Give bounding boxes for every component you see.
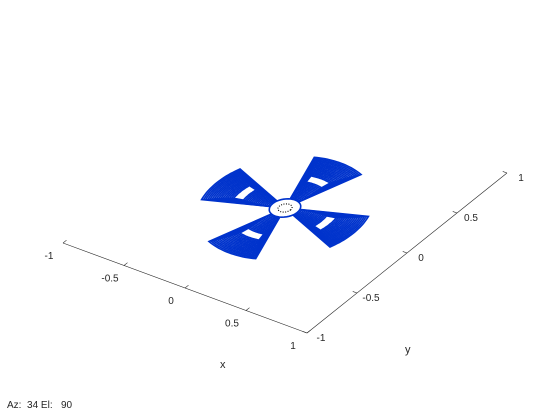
blade-ring [292, 208, 368, 247]
y-tick-label: 0.5 [464, 213, 478, 224]
view-readout: Az: 34 El: 90 [7, 400, 72, 411]
x-tick-label: 0.5 [225, 319, 239, 330]
blade-ring [298, 168, 342, 194]
y-tick-label: 0 [418, 253, 424, 264]
blade-ring [297, 210, 359, 243]
blade-ring [227, 182, 261, 203]
axes [62, 171, 508, 334]
blade-ring [292, 161, 355, 200]
blade-ring [219, 178, 267, 205]
blade-ring [218, 217, 277, 254]
blade-ring [228, 222, 272, 248]
blade-ring [312, 215, 339, 232]
blade-ring [304, 175, 332, 189]
x-tick [306, 329, 311, 334]
blade-ring [222, 219, 275, 251]
blade-ring [213, 175, 271, 206]
blade-ring [299, 170, 340, 193]
az-value: 34 [27, 400, 39, 411]
blade-ring [211, 173, 273, 206]
blade-ring [215, 176, 270, 205]
blade-ring [204, 170, 277, 207]
x-tick [184, 284, 189, 289]
y-tick [452, 211, 458, 214]
blade-ring [293, 209, 366, 246]
x-tick-label: -1 [45, 251, 54, 262]
blade-ring [230, 223, 271, 246]
blade-ring [296, 166, 346, 196]
y-tick-label: -0.5 [362, 293, 380, 304]
blade-ring [294, 163, 350, 198]
blade-ring [295, 165, 348, 197]
x-tick [245, 307, 250, 311]
blade-ring [234, 225, 268, 244]
blade-ring [226, 221, 273, 249]
blade-ring [220, 218, 276, 253]
blade-ring [289, 157, 361, 203]
tick-labels: -1 -0.5 0 0.5 1 -1 -0.5 0 0.5 1 [45, 173, 525, 352]
el-value: 90 [60, 400, 73, 411]
x-tick [123, 262, 128, 266]
blade-ring [221, 179, 266, 204]
x-axis-label: x [220, 359, 226, 371]
y-tick [352, 291, 358, 294]
y-tick [502, 171, 508, 174]
hub-ring [268, 197, 302, 219]
blade-ring [297, 167, 344, 195]
blade-ring [296, 209, 361, 244]
blade-ring [223, 180, 264, 204]
blade-ring [300, 211, 355, 240]
y-tick-label: 1 [518, 173, 524, 184]
el-label: El: [40, 400, 53, 411]
blade-ring [236, 226, 267, 243]
blade-ring [293, 162, 352, 199]
blade-ring [202, 169, 278, 208]
blade-ring [213, 215, 279, 256]
y-axis-label: y [405, 344, 411, 356]
blade-ring [211, 214, 280, 258]
x-tick-label: 0 [168, 296, 174, 307]
x-tick-label: 1 [290, 341, 296, 352]
az-label: Az: [7, 400, 22, 411]
x-tick [62, 239, 67, 244]
blade-ring [306, 212, 347, 236]
blade-ring [290, 158, 359, 202]
blade-ring [303, 211, 351, 238]
blade-ring [231, 184, 258, 201]
center-dotted-circle [277, 203, 293, 213]
y-tick [402, 251, 408, 254]
blade-ring [307, 213, 345, 235]
blade-ring [217, 177, 269, 205]
blade-ring [209, 213, 281, 259]
x-tick-label: -0.5 [101, 274, 119, 285]
y-tick-label: -1 [317, 333, 326, 344]
blade-ring [304, 212, 349, 237]
blade-ring [299, 210, 357, 241]
blade-ring [300, 171, 338, 192]
blade-ring [232, 224, 270, 245]
blade-ring [295, 209, 364, 245]
blade-ring [209, 172, 274, 207]
blade-ring [230, 183, 260, 202]
blade-ring [215, 216, 278, 255]
blade-ring [291, 160, 357, 201]
blade-ring [302, 172, 336, 191]
blade-ring [225, 181, 263, 203]
blade-ring [309, 213, 343, 234]
blade-ring [206, 171, 275, 207]
blade-ring [310, 214, 340, 233]
blade-ring [238, 227, 266, 241]
blade-ring [224, 220, 274, 250]
blade-ring [303, 173, 334, 190]
curve-layer [200, 156, 370, 260]
y-tick [302, 331, 308, 334]
blade-ring [301, 211, 353, 239]
